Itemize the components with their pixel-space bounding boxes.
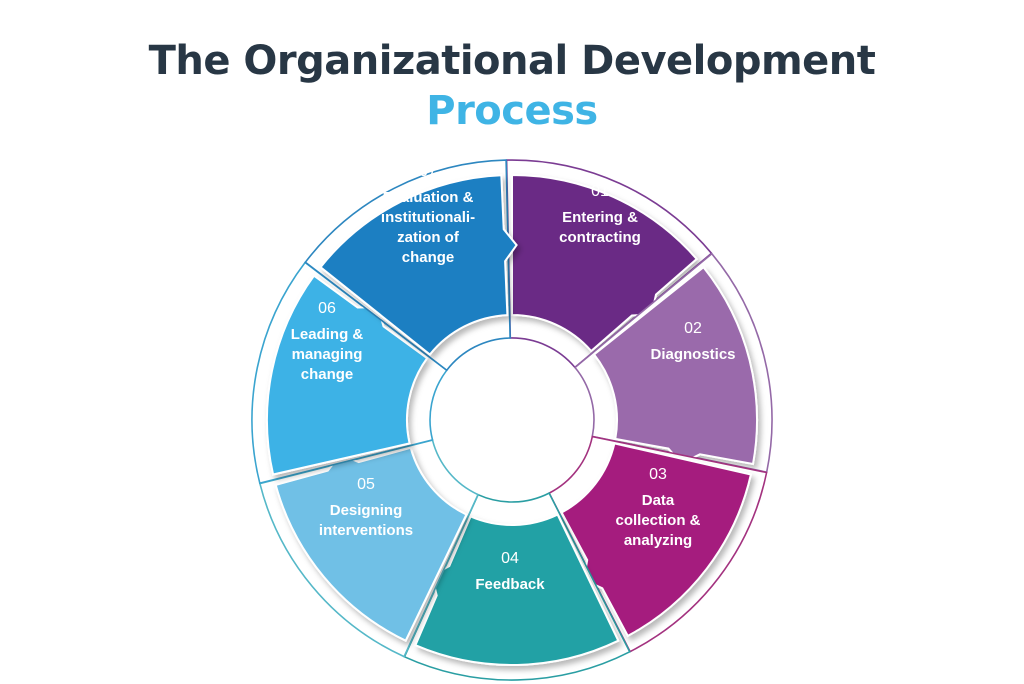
step-06-label-line: Leading & (291, 326, 364, 343)
step-06-number: 06 (318, 300, 336, 317)
step-07-label-line: Evaluation & (383, 189, 474, 206)
step-04-segment (414, 513, 620, 667)
step-07-label-line: institutionali- (381, 209, 475, 226)
title-line-accent: Process (426, 88, 598, 134)
step-06-label-line: change (301, 366, 354, 383)
step-06-segment (266, 274, 429, 476)
step-01-label-line: contracting (559, 229, 641, 246)
step-03-label-line: Data (642, 492, 675, 509)
step-04-label-line: Feedback (475, 576, 545, 593)
step-07-number: 07 (419, 163, 437, 180)
step-05-number: 05 (357, 476, 375, 493)
step-07-label-line: zation of (397, 229, 460, 246)
step-05-label-line: Designing (330, 502, 403, 519)
step-07-segment (319, 174, 518, 356)
step-03-number: 03 (649, 466, 667, 483)
step-06-label-line: managing (292, 346, 363, 363)
diagram-title: The Organizational Development Process (0, 36, 1024, 136)
step-05-label-line: interventions (319, 522, 413, 539)
step-03-label-line: collection & (615, 512, 700, 529)
step-02-label-line: Diagnostics (650, 346, 735, 363)
step-07-label-line: change (402, 249, 455, 266)
step-03-label-line: analyzing (624, 532, 692, 549)
step-02-number: 02 (684, 320, 702, 337)
step-02-segment (592, 265, 758, 466)
title-line-primary: The Organizational Development (148, 38, 876, 84)
step-01-label-line: Entering & (562, 209, 638, 226)
step-04-number: 04 (501, 550, 519, 567)
step-01-number: 01 (591, 183, 609, 200)
step-05-segment (274, 446, 468, 643)
step-03-segment (560, 442, 753, 638)
